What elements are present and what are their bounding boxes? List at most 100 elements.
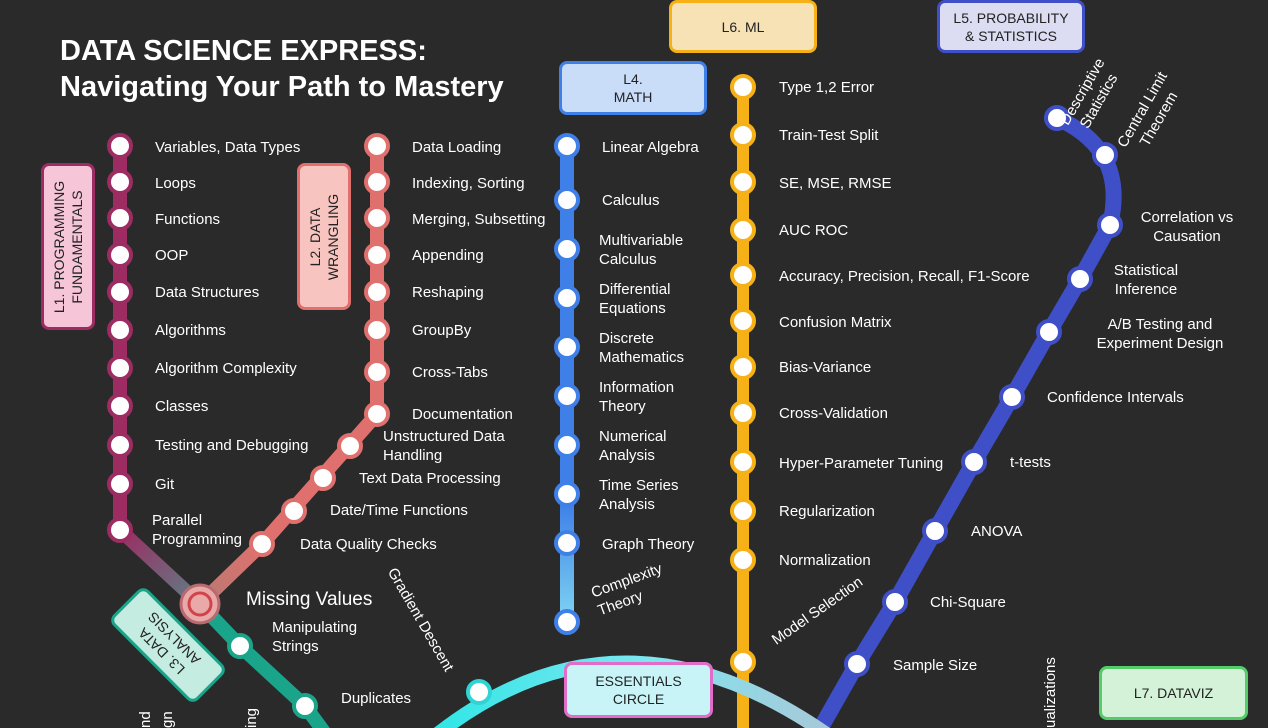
- station-l3-0[interactable]: [179, 583, 221, 625]
- station-l6-1[interactable]: [730, 122, 756, 148]
- station-l6-10[interactable]: [730, 547, 756, 573]
- station-l5-0[interactable]: [1044, 105, 1070, 131]
- station-l1-7[interactable]: [107, 393, 133, 419]
- station-l1-6[interactable]: [107, 355, 133, 381]
- station-l1-4[interactable]: [107, 279, 133, 305]
- station-label-l6-5: Confusion Matrix: [779, 314, 892, 331]
- station-l3-2[interactable]: [292, 693, 318, 719]
- station-label-line: Regularization: [779, 503, 875, 520]
- station-l6-3[interactable]: [730, 217, 756, 243]
- station-l1-10[interactable]: [107, 517, 133, 543]
- station-l2-8[interactable]: [337, 433, 363, 459]
- stations: [107, 74, 1123, 719]
- line-box-l5[interactable]: L5. PROBABILITY & STATISTICS: [937, 0, 1085, 53]
- station-l5-7[interactable]: [922, 518, 948, 544]
- station-l6-9[interactable]: [730, 498, 756, 524]
- station-l4-1[interactable]: [554, 187, 580, 213]
- line-box-l2-text-1: L2. DATA: [307, 207, 323, 266]
- station-label-line: Indexing, Sorting: [412, 175, 525, 192]
- station-l2-0[interactable]: [364, 133, 390, 159]
- station-l4-3[interactable]: [554, 285, 580, 311]
- station-label-line: Discrete: [599, 330, 654, 347]
- station-l1-3[interactable]: [107, 242, 133, 268]
- station-l6-11[interactable]: [730, 649, 756, 675]
- station-l1-2[interactable]: [107, 205, 133, 231]
- station-l6-8[interactable]: [730, 449, 756, 475]
- station-label-line: Differential: [599, 281, 670, 298]
- line-box-l1[interactable]: L1. PROGRAMMING FUNDAMENTALS: [41, 163, 95, 330]
- station-l2-7[interactable]: [364, 401, 390, 427]
- station-label-line: Linear Algebra: [602, 139, 699, 156]
- station-l4-8[interactable]: [554, 530, 580, 556]
- station-l6-7[interactable]: [730, 400, 756, 426]
- station-label-l4-9: ComplexityTheory: [589, 560, 671, 619]
- station-l2-4[interactable]: [364, 279, 390, 305]
- station-label-l1-5: Algorithms: [155, 322, 226, 339]
- station-label-l6-9: Regularization: [779, 503, 875, 520]
- station-label-l6-10: Normalization: [779, 552, 871, 569]
- station-l6-2[interactable]: [730, 169, 756, 195]
- station-l6-4[interactable]: [730, 262, 756, 288]
- station-label-line: Text Data Processing: [359, 470, 501, 487]
- station-label-line: Cross-Tabs: [412, 364, 488, 381]
- station-l2-9[interactable]: [310, 465, 336, 491]
- station-l2-10[interactable]: [281, 498, 307, 524]
- station-l4-9[interactable]: [554, 609, 580, 635]
- line-box-essentials[interactable]: ESSENTIALS CIRCLE: [564, 662, 713, 718]
- station-label-line: Time Series: [599, 477, 678, 494]
- station-label-line: Hyper-Parameter Tuning: [779, 455, 943, 472]
- station-label-line: AUC ROC: [779, 222, 848, 239]
- station-l5-6[interactable]: [961, 449, 987, 475]
- station-l5-9[interactable]: [844, 651, 870, 677]
- station-l1-5[interactable]: [107, 317, 133, 343]
- station-l3-1[interactable]: [227, 633, 253, 659]
- station-l5-3[interactable]: [1067, 266, 1093, 292]
- station-label-line: Data Structures: [155, 284, 259, 301]
- station-l5-2[interactable]: [1097, 212, 1123, 238]
- station-label-l5-6: t-tests: [1010, 454, 1051, 471]
- station-l6-5[interactable]: [730, 308, 756, 334]
- station-label-line: Accuracy, Precision, Recall, F1-Score: [779, 268, 1030, 285]
- station-label-line: Model Selection: [769, 573, 866, 648]
- station-l4-5[interactable]: [554, 383, 580, 409]
- station-l2-2[interactable]: [364, 205, 390, 231]
- station-label-line: Normalization: [779, 552, 871, 569]
- station-l2-11[interactable]: [249, 531, 275, 557]
- station-l1-1[interactable]: [107, 169, 133, 195]
- station-l5-4[interactable]: [1036, 319, 1062, 345]
- line-box-l4[interactable]: L4. MATH: [559, 61, 707, 115]
- station-label-line: Data Quality Checks: [300, 536, 437, 553]
- station-essentials-0[interactable]: [466, 679, 492, 705]
- station-l1-0[interactable]: [107, 133, 133, 159]
- station-label-line: Handling: [383, 447, 442, 464]
- station-l1-8[interactable]: [107, 432, 133, 458]
- station-l6-6[interactable]: [730, 354, 756, 380]
- station-label-l4-8: Graph Theory: [602, 536, 695, 553]
- station-l6-0[interactable]: [730, 74, 756, 100]
- station-l2-1[interactable]: [364, 169, 390, 195]
- station-l2-6[interactable]: [364, 359, 390, 385]
- station-l2-5[interactable]: [364, 317, 390, 343]
- station-label-line: Causation: [1153, 228, 1221, 245]
- line-box-l6[interactable]: L6. ML: [669, 0, 817, 53]
- station-l4-2[interactable]: [554, 236, 580, 262]
- station-label-l2-7: Documentation: [412, 406, 513, 423]
- station-l2-3[interactable]: [364, 242, 390, 268]
- station-label-line: Reshaping: [412, 284, 484, 301]
- station-label-l6-7: Cross-Validation: [779, 405, 888, 422]
- station-l4-7[interactable]: [554, 481, 580, 507]
- station-l1-9[interactable]: [107, 471, 133, 497]
- station-label-line: Functions: [155, 211, 220, 228]
- station-label-l2-0: Data Loading: [412, 139, 501, 156]
- station-l5-8[interactable]: [882, 589, 908, 615]
- station-l4-4[interactable]: [554, 334, 580, 360]
- station-label-line: Documentation: [412, 406, 513, 423]
- station-l4-6[interactable]: [554, 432, 580, 458]
- station-l5-1[interactable]: [1092, 142, 1118, 168]
- line-box-l2[interactable]: L2. DATA WRANGLING: [297, 163, 351, 310]
- station-l5-5[interactable]: [999, 384, 1025, 410]
- station-label-line: Date/Time Functions: [330, 502, 468, 519]
- line-box-l7[interactable]: L7. DATAVIZ: [1099, 666, 1248, 720]
- station-l4-0[interactable]: [554, 133, 580, 159]
